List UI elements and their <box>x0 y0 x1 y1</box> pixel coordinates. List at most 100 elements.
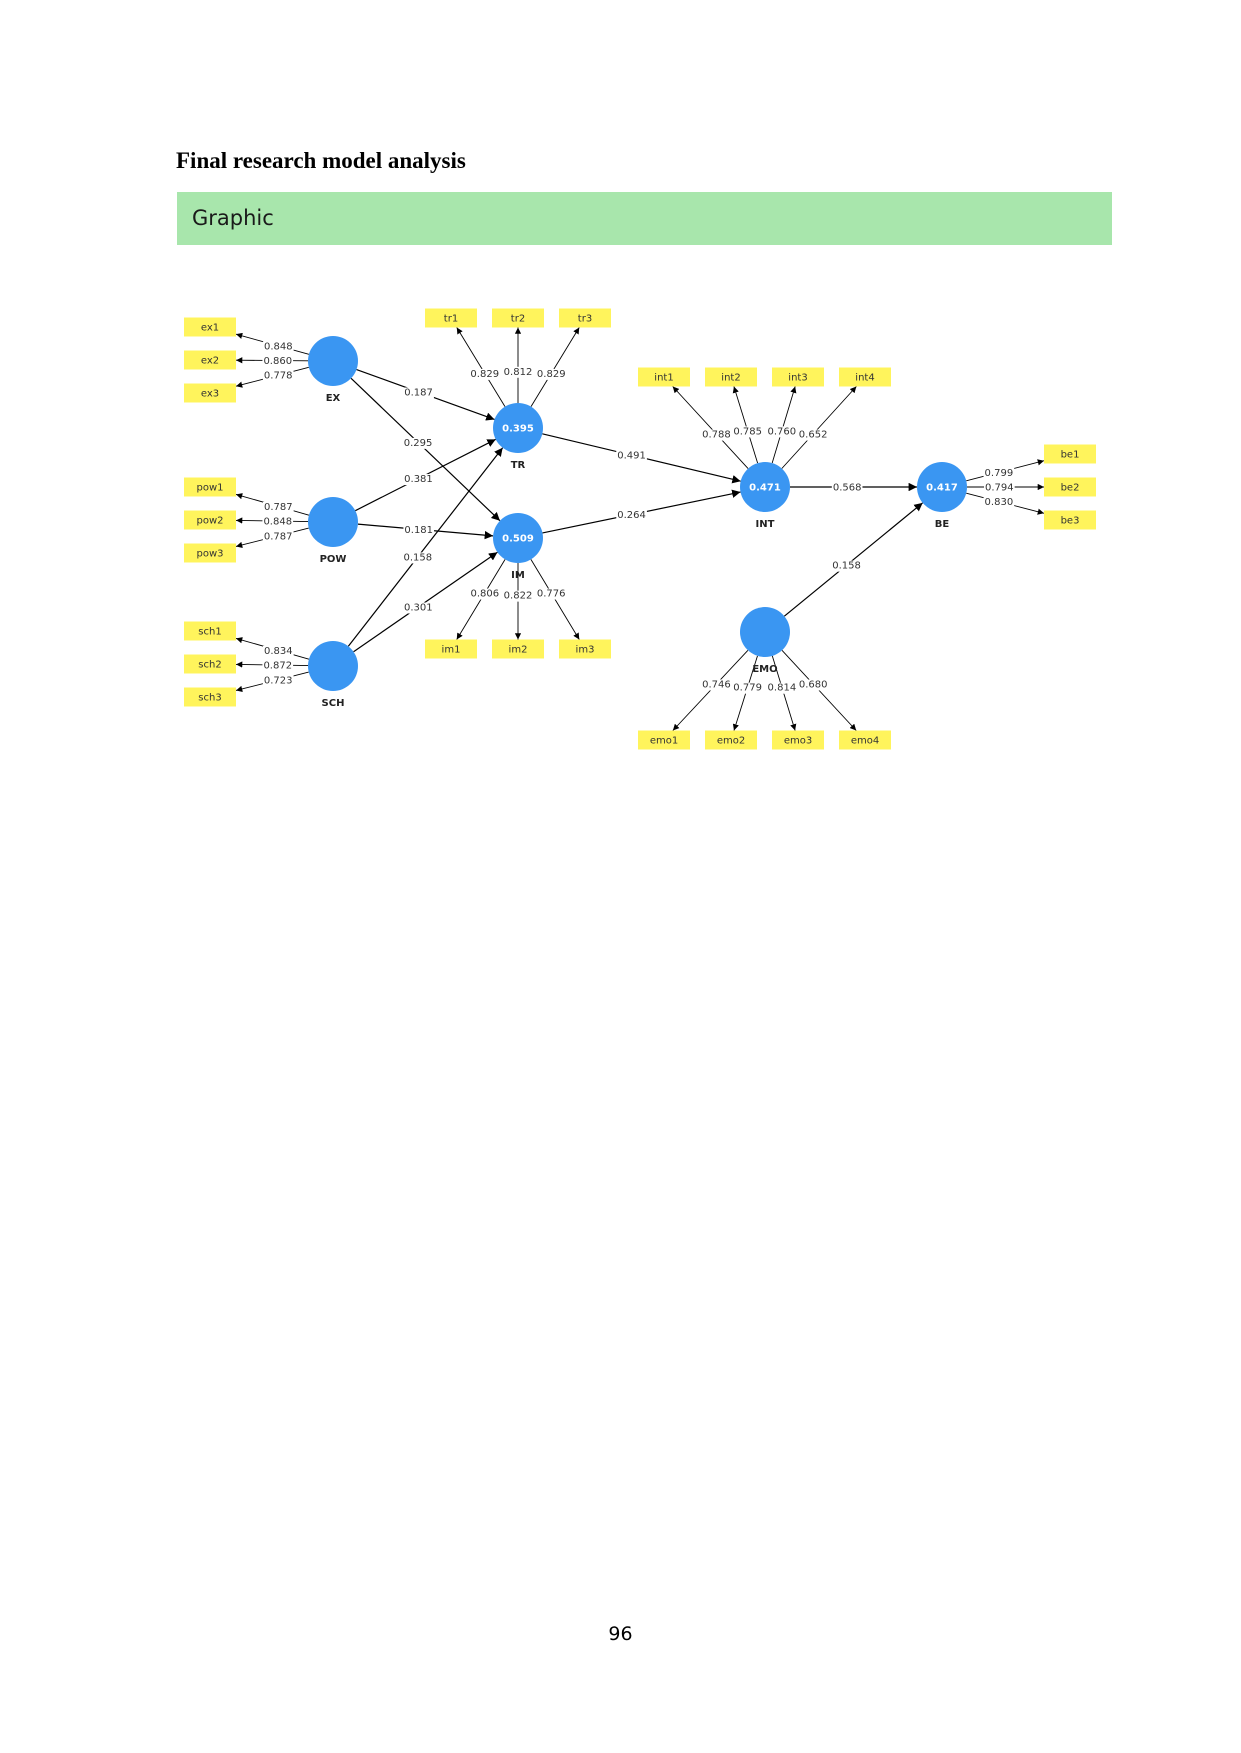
indicator-ex2: ex2 <box>184 350 236 370</box>
indicator-box <box>705 367 757 387</box>
path-coefficient-sch-to-tr: 0.158 <box>403 552 432 563</box>
path-arrow-emo-to-be <box>783 502 924 617</box>
indicator-label: sch3 <box>198 693 221 704</box>
loading-value-bg <box>502 590 534 602</box>
indicator-im3: im3 <box>559 639 611 659</box>
loading-value-bg <box>262 356 294 368</box>
indicator-box <box>425 639 477 659</box>
loading-value-bg <box>701 679 732 691</box>
loading-arrow-int4 <box>781 386 857 469</box>
indicator-sch3: sch3 <box>184 687 236 707</box>
loading-value-pow1: 0.787 <box>264 502 293 513</box>
section-label: Graphic <box>192 206 274 230</box>
loading-value-tr1: 0.829 <box>470 369 499 380</box>
indicator-label: tr3 <box>578 314 592 325</box>
indicator-box <box>184 383 236 403</box>
indicator-box <box>839 367 891 387</box>
loading-value-bg <box>262 341 294 353</box>
loading-value-int4: 0.652 <box>799 430 828 441</box>
indicator-int2: int2 <box>705 367 757 387</box>
loading-arrow-int1 <box>672 386 749 469</box>
indicator-label: be2 <box>1061 483 1080 494</box>
latent-circle <box>493 403 543 453</box>
path-arrow-sch-to-im <box>353 551 498 653</box>
indicator-label: ex1 <box>201 323 219 334</box>
indicator-box <box>559 308 611 328</box>
latent-r-squared: 0.471 <box>749 483 781 494</box>
indicator-ex3: ex3 <box>184 383 236 403</box>
indicator-box <box>1044 477 1096 497</box>
path-coefficient-pow-to-tr: 0.381 <box>404 474 433 485</box>
indicator-box <box>425 308 477 328</box>
loading-value-bg <box>469 368 501 380</box>
latent-circle <box>917 462 967 512</box>
loading-value-sch3: 0.723 <box>264 675 293 686</box>
loading-value-bg <box>797 429 829 441</box>
path-arrow-sch-to-tr <box>347 447 504 647</box>
latent-r-squared: 0.417 <box>926 483 958 494</box>
latent-name: SCH <box>322 698 345 709</box>
latent-circle <box>740 462 790 512</box>
indicator-box <box>184 654 236 674</box>
indicator-label: im1 <box>442 645 461 656</box>
loading-value-bg <box>732 682 763 694</box>
loading-value-bg <box>262 531 294 543</box>
path-coefficient-bg <box>403 387 434 399</box>
path-coefficient-im-to-int: 0.264 <box>617 510 646 521</box>
loading-value-bg <box>262 675 294 687</box>
loading-value-tr2: 0.812 <box>504 367 533 378</box>
loading-value-ex3: 0.778 <box>264 371 293 382</box>
latent-circle <box>308 336 358 386</box>
indicator-box <box>638 367 690 387</box>
loading-value-be3: 0.830 <box>985 497 1014 508</box>
indicator-box <box>184 317 236 337</box>
indicator-label: int3 <box>788 373 807 384</box>
latent-name: POW <box>320 554 347 565</box>
indicator-label: int1 <box>654 373 673 384</box>
indicator-label: pow3 <box>196 549 223 560</box>
indicator-label: tr2 <box>511 314 525 325</box>
path-coefficient-bg <box>402 602 434 614</box>
path-coefficient-bg <box>402 437 434 449</box>
indicator-emo4: emo4 <box>839 730 891 750</box>
indicator-label: be1 <box>1061 450 1080 461</box>
indicator-box <box>184 543 236 563</box>
indicator-label: pow1 <box>196 483 223 494</box>
latent-circle <box>740 607 790 657</box>
loading-value-pow2: 0.848 <box>263 517 292 528</box>
loading-value-bg <box>766 682 798 694</box>
page-number: 96 <box>608 1623 633 1645</box>
indicator-be2: be2 <box>1044 477 1096 497</box>
loading-value-bg <box>262 660 294 672</box>
indicator-ex1: ex1 <box>184 317 236 337</box>
indicator-box <box>184 621 236 641</box>
indicator-tr3: tr3 <box>559 308 611 328</box>
loading-value-bg <box>535 588 567 600</box>
latent-name: TR <box>511 460 526 471</box>
indicator-box <box>1044 510 1096 530</box>
indicator-im1: im1 <box>425 639 477 659</box>
indicator-int4: int4 <box>839 367 891 387</box>
loading-value-im3: 0.776 <box>537 589 566 600</box>
loading-value-emo2: 0.779 <box>733 683 762 694</box>
indicator-emo1: emo1 <box>638 730 690 750</box>
path-coefficient-pow-to-im: 0.181 <box>404 525 433 536</box>
indicator-tr1: tr1 <box>425 308 477 328</box>
loading-value-bg <box>262 370 294 382</box>
loading-value-bg <box>502 366 534 378</box>
latent-sch: SCH <box>308 641 358 709</box>
indicator-box <box>839 730 891 750</box>
indicator-emo2: emo2 <box>705 730 757 750</box>
path-coefficient-int-to-be: 0.568 <box>833 483 862 494</box>
loading-value-bg <box>701 429 732 441</box>
loading-value-ex1: 0.848 <box>264 341 293 352</box>
indicator-box <box>184 510 236 530</box>
path-arrow-ex-to-im <box>350 377 501 522</box>
latent-name: BE <box>935 519 950 530</box>
latent-emo: EMO <box>740 607 790 675</box>
indicator-label: ex2 <box>201 356 219 367</box>
loading-arrow-tr3 <box>530 327 580 407</box>
path-coefficient-ex-to-tr: 0.187 <box>404 388 433 399</box>
indicator-box <box>492 308 544 328</box>
